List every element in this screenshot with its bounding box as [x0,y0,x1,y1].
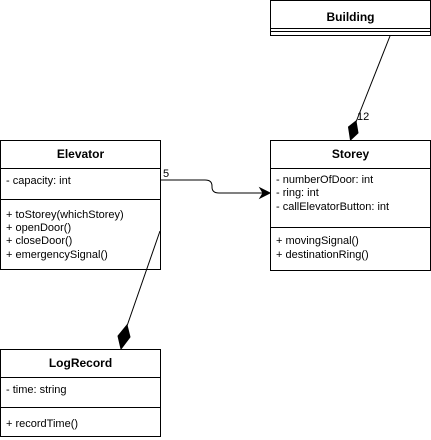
multiplicity-label: 5 [163,168,169,180]
class-elevator-operation: + emergencySignal() [6,249,108,261]
association-logrecord-elevator[interactable] [117,230,161,351]
arrowhead-icon [258,186,272,200]
association-building-storey[interactable]: 12 [347,35,391,142]
class-elevator-operation: + toStorey(whichStorey) [6,209,124,221]
class-storey-attribute: - callElevatorButton: int [276,201,389,213]
class-logrecord-box [0,349,161,437]
association-line [161,179,268,194]
association-line [126,230,161,327]
association-elevator-storey[interactable]: 5 [161,168,272,200]
class-building-box [270,0,431,36]
class-storey-attribute: - ring: int [276,187,319,199]
composition-diamond-icon [347,120,359,142]
class-elevator[interactable]: Elevator - capacity: int + toStorey(whic… [0,140,161,270]
class-logrecord-attribute: - time: string [6,384,67,396]
class-logrecord-operation: + recordTime() [6,418,78,430]
class-building[interactable]: Building [270,0,431,36]
class-storey-operation: + destinationRing() [276,249,369,261]
class-storey[interactable]: Storey - numberOfDoor: int - ring: int -… [270,140,431,271]
composition-diamond-icon [117,323,131,351]
association-line [355,35,391,123]
class-elevator-operation: + closeDoor() [6,235,72,247]
class-elevator-attribute: - capacity: int [6,175,71,187]
class-elevator-box [0,140,161,270]
class-logrecord-title: LogRecord [49,356,112,370]
class-storey-attribute: - numberOfDoor: int [276,174,373,186]
class-elevator-title: Elevator [57,147,105,161]
class-elevator-operation: + openDoor() [6,222,71,234]
multiplicity-label: 12 [357,111,369,123]
class-logrecord[interactable]: LogRecord - time: string + recordTime() [0,349,161,437]
class-building-title: Building [327,10,375,24]
class-storey-operation: + movingSignal() [276,235,359,247]
class-storey-title: Storey [332,147,370,161]
